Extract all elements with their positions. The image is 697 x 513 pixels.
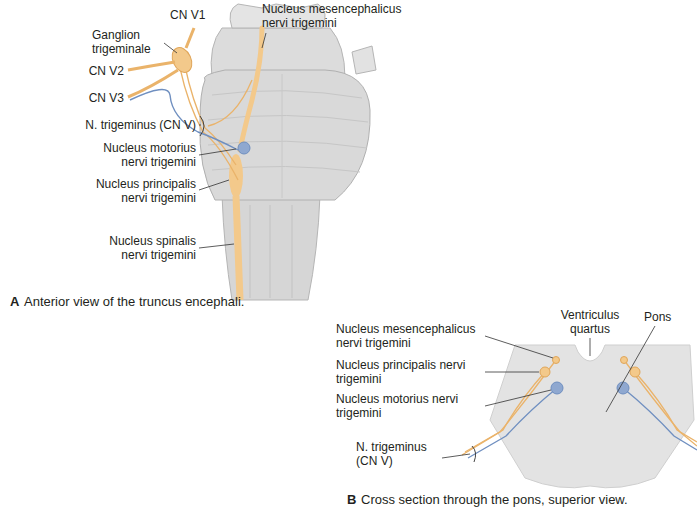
panel-letter: B: [347, 492, 361, 507]
leader-lines: [164, 33, 266, 248]
nucleus-label: Nucleus mesencephalicus nervi trigemini: [262, 2, 422, 30]
panel-letter: A: [10, 294, 24, 309]
ganglion-label: Ganglion trigeminale: [92, 28, 162, 56]
nerve-label: N. trigeminus (CN V): [40, 118, 196, 132]
panel-caption: Cross section through the pons, superior…: [361, 492, 691, 507]
nucleus-label: Nucleus motorius nervi trigemini: [336, 392, 486, 420]
nerve-label: CN V1: [170, 8, 220, 22]
structure-label: Ventriculus quartus: [546, 308, 634, 336]
nucleus-label: Nucleus spinalis nervi trigemini: [82, 234, 196, 262]
panel-caption: Anterior view of the truncus encephali.: [24, 294, 344, 309]
brainstem: [200, 4, 376, 300]
pons-section: [462, 345, 697, 488]
nerve-label: N. trigeminus (CN V): [356, 440, 442, 468]
nucleus-label: Nucleus principalis nervi trigemini: [336, 358, 486, 386]
nucleus-label: Nucleus principalis nervi trigemini: [82, 177, 196, 205]
nucleus-label: Nucleus mesencephalicus nervi trigemini: [336, 322, 486, 350]
nucleus-label: Nucleus motorius nervi trigemini: [82, 141, 196, 169]
nerve-label: CN V2: [80, 64, 124, 78]
trigeminal-nuclei: [229, 28, 262, 300]
nerve-label: CN V3: [80, 91, 124, 105]
leader-lines: [442, 326, 655, 458]
structure-label: Pons: [644, 310, 684, 324]
